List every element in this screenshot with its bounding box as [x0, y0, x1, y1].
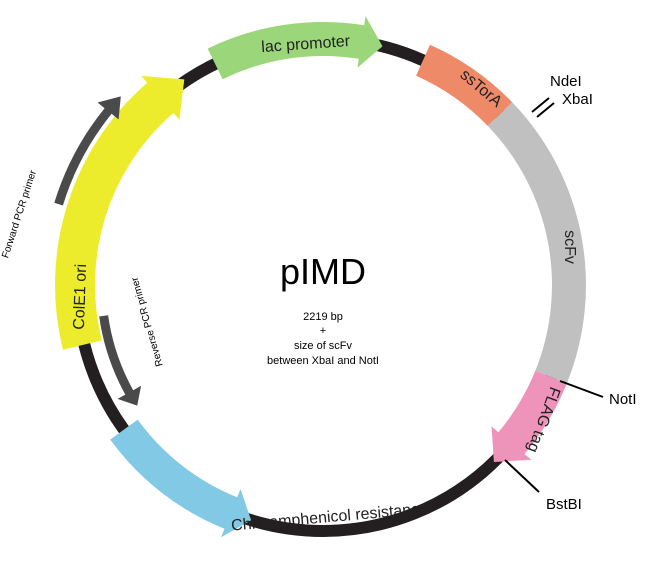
scfv-segment — [487, 102, 586, 384]
plasmid-size: 2219 bp — [303, 311, 343, 323]
ndei-site-tick — [531, 97, 550, 113]
flag-tag-arrow — [491, 370, 567, 462]
cole1-ori-label: ColE1 ori — [71, 264, 90, 330]
noti-label: NotI — [609, 391, 637, 408]
ndei-label: NdeI — [550, 73, 582, 90]
noti-site-tick — [559, 380, 604, 398]
bstbi-site-tick — [504, 459, 540, 493]
forward-primer-arrow — [54, 96, 121, 206]
plasmid-plus: + — [320, 325, 326, 337]
chloramphenicol-resistance-arrow — [110, 419, 252, 538]
sstora-segment — [416, 44, 513, 126]
bstbi-label: BstBI — [546, 496, 582, 513]
plasmid-name: pIMD — [280, 251, 366, 292]
xbai-site-tick — [536, 102, 555, 118]
lac-promoter-label: lac promoter — [261, 33, 352, 56]
xbai-label: XbaI — [562, 91, 593, 108]
reverse-primer-label: Reverse PCR primer — [129, 275, 165, 367]
reverse-primer-arrow — [99, 315, 142, 406]
forward-primer-label: Forward PCR primer — [0, 168, 39, 259]
plasmid-extra-line-2: between XbaI and NotI — [267, 355, 379, 367]
scfv-label: scFv — [561, 230, 578, 264]
cole1-ori-arrow — [55, 75, 185, 350]
lac-promoter-arrow — [207, 16, 383, 80]
plasmid-extra-line-1: size of scFv — [294, 340, 353, 352]
